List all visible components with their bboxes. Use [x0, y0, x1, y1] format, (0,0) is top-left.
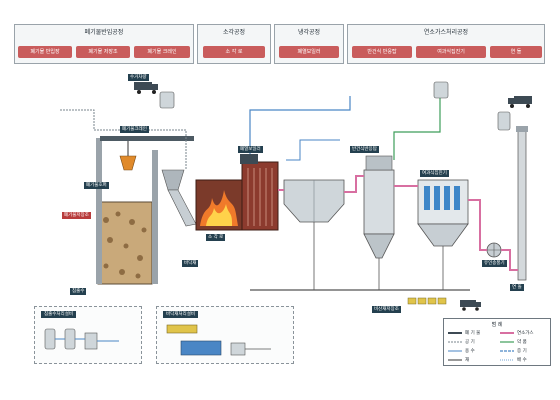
legend-label: 증 기	[517, 349, 527, 354]
legend-swatches	[448, 332, 514, 361]
truck-chemical-icon	[508, 96, 532, 108]
hopper-shape	[161, 169, 185, 191]
flue-gas-line	[501, 249, 518, 271]
flame-core-icon	[206, 204, 232, 226]
header-step: 폐기물 저장조	[76, 46, 130, 58]
tank-icon	[159, 91, 175, 109]
label-hopper: 폐기물호퍼	[84, 182, 109, 189]
reactor-tower	[363, 169, 395, 235]
bottom-ash-panel: 바닥재처리설비	[156, 306, 294, 364]
legend-label: 배 수	[517, 358, 527, 363]
header-step: 반건식 반응탑	[352, 46, 412, 58]
header-title-gas: 연소가스처리공정	[423, 29, 469, 36]
label-pit: 폐기물저장조	[62, 212, 91, 219]
crane-grab-icon	[119, 155, 137, 171]
leachate-panel: 침출수처리설비	[34, 306, 142, 364]
leachate-panel-title: 침출수처리설비	[41, 311, 76, 318]
reactor-cone	[363, 233, 395, 259]
header-step: 폐기물 크레인	[134, 46, 190, 58]
waste-texture	[103, 211, 147, 279]
stack-shape	[517, 129, 527, 281]
label-stack: 연 돌	[510, 284, 524, 291]
legend-label: 재	[465, 358, 470, 363]
ash-bins	[407, 297, 447, 305]
legend: 범 례 폐 기 물 연소가스 공 기 약 품 용 수 증 기 재 배 수	[443, 318, 551, 366]
label-ash: 비산재저장조	[372, 306, 401, 313]
label-reactor: 반건식반응탑	[350, 146, 379, 153]
lime-silo-icon	[433, 81, 449, 99]
pit-wall-right	[152, 150, 158, 284]
bottom-ash-panel-diagram	[166, 324, 271, 356]
leachate-panel-diagram	[44, 328, 119, 350]
legend-label: 공 기	[465, 340, 475, 345]
water-line	[286, 139, 340, 161]
truck-ash-icon	[460, 300, 481, 311]
header-title-incineration: 소각공정	[222, 29, 246, 36]
label-leachate: 침출수	[70, 288, 87, 295]
flue-gas-line	[468, 199, 487, 251]
truck-in-icon	[134, 82, 158, 94]
header-step: 폐기물 반입장	[18, 46, 72, 58]
air-line	[60, 109, 187, 170]
label-slag: 바닥재	[182, 260, 199, 267]
tank-icon	[497, 111, 511, 131]
bagfilter-hopper	[417, 223, 469, 247]
pit-wall-left	[96, 138, 102, 284]
header-step: 소 각 로	[203, 46, 265, 58]
chute-shape	[167, 189, 197, 227]
legend-label: 연소가스	[517, 331, 534, 336]
waste-pit-shape	[97, 201, 153, 285]
steam-line	[249, 96, 351, 154]
reactor-top	[365, 155, 393, 171]
header-title-intake: 폐기물반입공정	[84, 29, 124, 36]
header-step: 여과식집진기	[416, 46, 486, 58]
header-title-cooling: 냉각공정	[297, 29, 321, 36]
label-crane: 폐기물크레인	[120, 126, 149, 133]
filter-bags	[424, 186, 460, 210]
header-step: 폐열보일러	[279, 46, 339, 58]
label-truck-in: 수거차량	[128, 74, 149, 81]
boiler-tubes	[247, 168, 273, 226]
stack-top	[516, 126, 528, 132]
legend-label: 폐 기 물	[465, 331, 481, 336]
chemical-line	[393, 96, 441, 160]
legend-title: 범 례	[491, 322, 503, 328]
label-incinerator: 소 각 로	[206, 234, 226, 241]
legend-label: 약 품	[517, 340, 527, 345]
label-idfan: 유인송풍기	[482, 260, 507, 267]
label-bagfilter: 여과식집진기	[420, 170, 449, 177]
steam-drum	[240, 154, 258, 164]
flue-gas-line	[344, 175, 364, 193]
label-boiler: 폐열보일러	[238, 146, 263, 153]
crane-rail	[100, 136, 194, 141]
legend-label: 용 수	[465, 349, 475, 354]
bottom-ash-panel-title: 바닥재처리설비	[163, 311, 198, 318]
fan-blade-icon	[487, 243, 501, 257]
header-step: 연 돌	[490, 46, 542, 58]
